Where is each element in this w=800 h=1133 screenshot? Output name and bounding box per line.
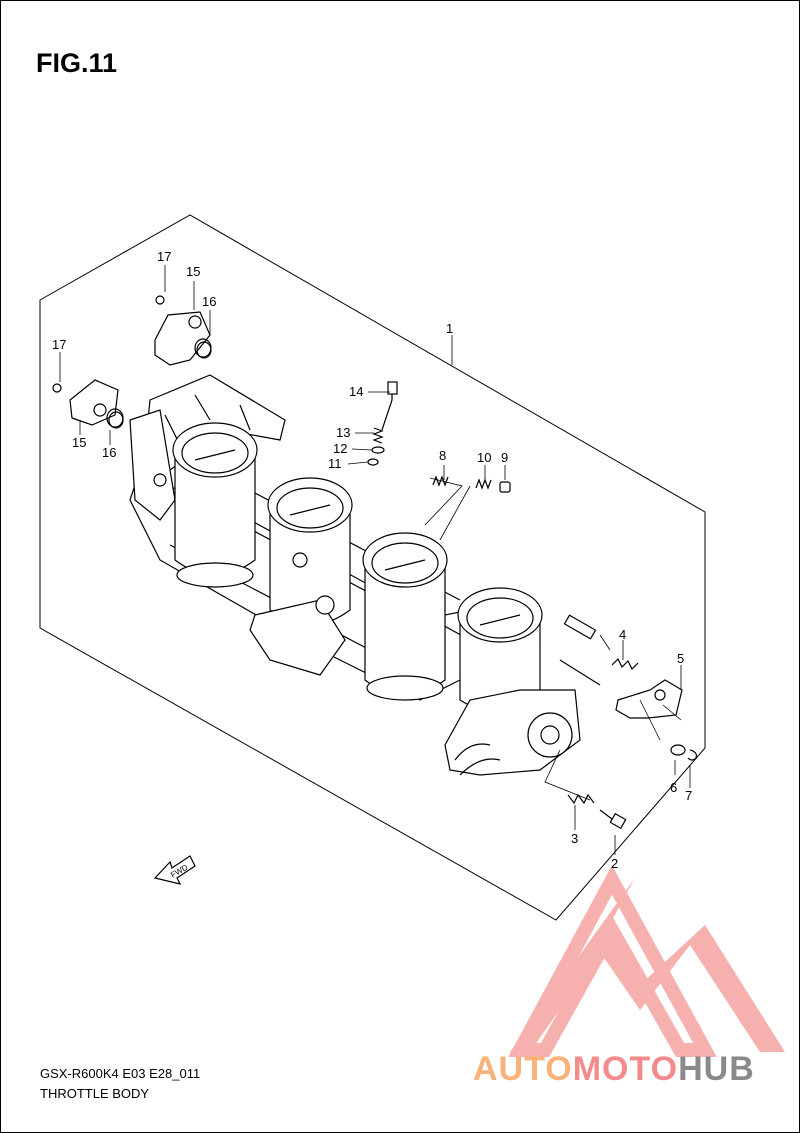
throttle-body [129,374,601,776]
fwd-arrow: FWD [153,855,196,885]
callout-7: 7 [685,788,692,803]
bore-1 [172,422,258,576]
callout-12: 12 [333,441,347,456]
callout-4: 4 [619,627,626,642]
watermark-part-hub: HUB [678,1050,755,1088]
callout-15-upper: 15 [186,264,200,279]
callout-13: 13 [336,425,350,440]
bore-2 [267,477,353,626]
sensor-upper [154,295,212,366]
figure-title: FIG.11 [36,48,118,78]
watermark-part-auto: AUTO [473,1050,573,1088]
callout-1: 1 [446,321,453,336]
small-parts [108,341,697,830]
watermark-logo [508,865,785,1057]
callout-3: 3 [571,831,578,846]
watermark-text: AUTOMOTOHUB [473,1050,755,1089]
callout-10: 10 [477,450,491,465]
bore-3 [362,532,448,696]
bore-4 [457,587,543,714]
callout-15-lower: 15 [72,435,86,450]
callout-9: 9 [501,450,508,465]
section-name: THROTTLE BODY [40,1086,150,1101]
callout-8: 8 [439,448,446,463]
callout-17-upper: 17 [157,249,171,264]
callouts: 1 2 3 4 5 6 7 8 9 10 11 12 13 14 15 15 1… [52,249,692,871]
callout-5: 5 [677,651,684,666]
callout-11: 11 [328,456,342,471]
assembly-outline [39,214,706,921]
callout-16-lower: 16 [102,445,116,460]
leader-lines [59,265,691,855]
callout-14: 14 [349,384,363,399]
callout-6: 6 [670,780,677,795]
sensor-lower [52,379,124,428]
watermark-part-moto: MOTO [572,1050,679,1088]
callout-17-lower: 17 [52,337,66,352]
callout-16-upper: 16 [202,294,216,309]
model-code: GSX-R600K4 E03 E28_011 [40,1066,201,1081]
callout-2: 2 [611,856,618,871]
